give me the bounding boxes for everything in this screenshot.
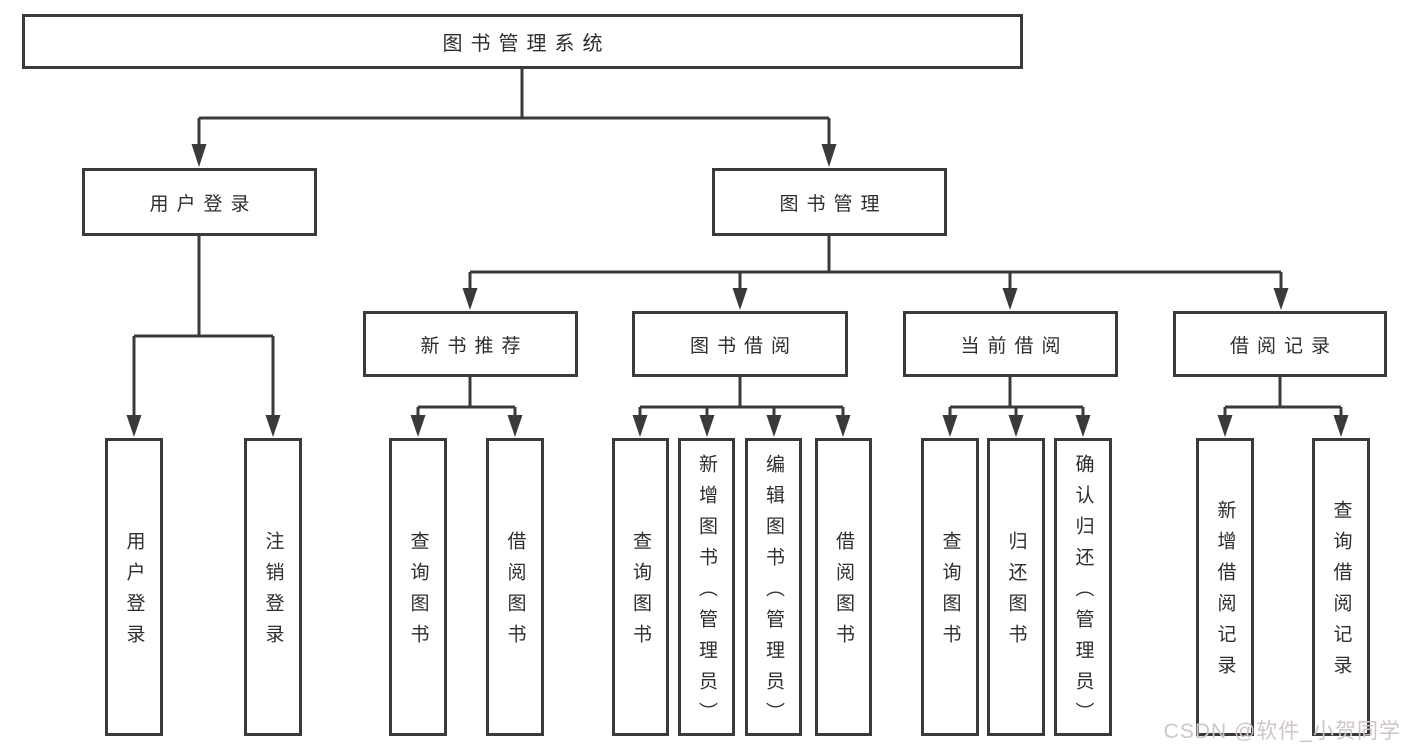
node-leaf-query-books-current-label: 查询图书	[939, 531, 961, 655]
edges-new-book-recommend-to-leaves	[416, 377, 517, 417]
node-leaf-query-books-borrow-label: 查询图书	[630, 531, 651, 655]
node-leaf-query-books-current: 查询图书	[921, 438, 979, 736]
node-leaf-borrow-books-recommend-label: 借阅图书	[504, 531, 526, 655]
node-new-book-recommend: 新书推荐	[363, 311, 578, 377]
node-borrow-records: 借阅记录	[1173, 311, 1387, 377]
node-leaf-query-books-recommend: 查询图书	[389, 438, 447, 736]
node-leaf-query-books-borrow: 查询图书	[612, 438, 669, 736]
node-leaf-confirm-return-admin: 确认归还（管理员）	[1054, 438, 1112, 736]
node-book-management: 图书管理	[712, 168, 947, 236]
node-leaf-add-borrow-record: 新增借阅记录	[1196, 438, 1254, 736]
edges-borrow-records-to-leaves	[1223, 377, 1343, 417]
node-leaf-edit-book-admin-label: 编辑图书（管理员）	[763, 453, 784, 733]
node-current-borrow-label: 当前借阅	[960, 335, 1069, 357]
node-root-system: 图书管理系统	[22, 14, 1023, 69]
node-leaf-query-books-recommend-label: 查询图书	[407, 531, 429, 655]
node-leaf-borrow-books-recommend: 借阅图书	[486, 438, 544, 736]
edges-book-management-to-level3	[468, 236, 1283, 290]
node-leaf-add-book-admin: 新增图书（管理员）	[678, 438, 735, 736]
node-leaf-logout-label: 注销登录	[262, 531, 284, 655]
node-leaf-add-borrow-record-label: 新增借阅记录	[1214, 500, 1236, 686]
edges-user-login-to-leaves	[132, 236, 275, 417]
node-book-borrow-label: 图书借阅	[689, 335, 798, 357]
node-leaf-query-borrow-record-label: 查询借阅记录	[1330, 500, 1352, 686]
node-leaf-borrow-book: 借阅图书	[815, 438, 872, 736]
node-leaf-borrow-book-label: 借阅图书	[833, 531, 854, 655]
csdn-watermark: CSDN @软件_小贺同学	[1163, 720, 1401, 743]
arrowheads	[126, 144, 1349, 437]
node-current-borrow: 当前借阅	[903, 311, 1118, 377]
node-leaf-edit-book-admin: 编辑图书（管理员）	[745, 438, 802, 736]
edges-current-borrow-to-leaves	[948, 377, 1085, 417]
node-user-login-label: 用户登录	[149, 193, 258, 215]
node-leaf-user-login: 用户登录	[105, 438, 163, 736]
node-book-borrow: 图书借阅	[632, 311, 848, 377]
node-user-login: 用户登录	[82, 168, 317, 236]
node-leaf-logout: 注销登录	[244, 438, 302, 736]
node-leaf-return-book-label: 归还图书	[1005, 531, 1027, 655]
node-borrow-records-label: 借阅记录	[1229, 335, 1338, 357]
edges-book-borrow-to-leaves	[638, 377, 845, 417]
node-leaf-confirm-return-admin-label: 确认归还（管理员）	[1072, 453, 1094, 733]
edges-root-to-level2	[197, 69, 831, 146]
node-leaf-query-borrow-record: 查询借阅记录	[1312, 438, 1370, 736]
node-leaf-add-book-admin-label: 新增图书（管理员）	[696, 453, 717, 733]
node-new-book-recommend-label: 新书推荐	[420, 335, 529, 357]
node-root-system-label: 图书管理系统	[442, 33, 611, 55]
node-book-management-label: 图书管理	[779, 193, 888, 215]
node-leaf-return-book: 归还图书	[987, 438, 1045, 736]
node-leaf-user-login-label: 用户登录	[123, 531, 145, 655]
